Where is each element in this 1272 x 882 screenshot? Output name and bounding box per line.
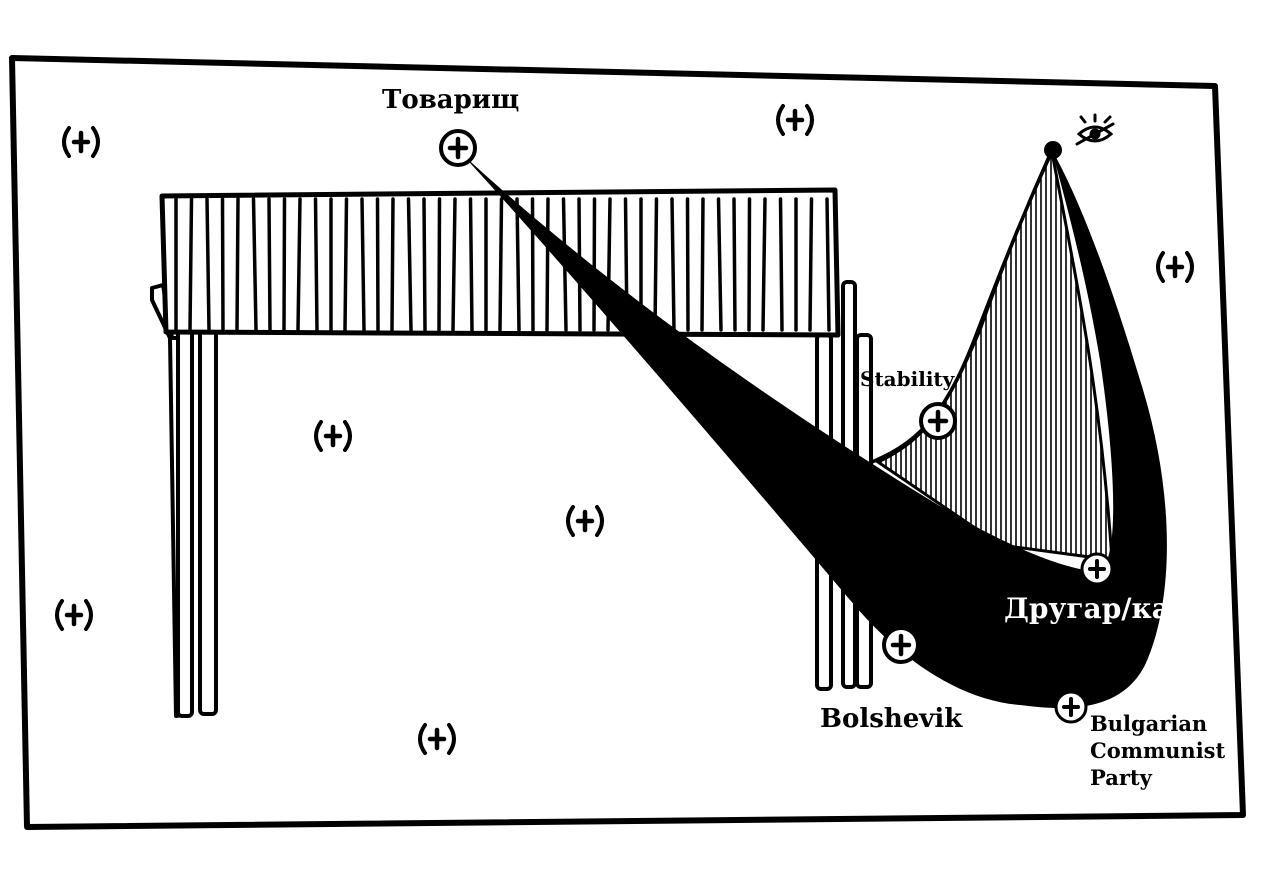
table-stripe xyxy=(267,197,272,332)
table-stripe xyxy=(653,197,659,332)
label-drugar: Другар/ка xyxy=(1004,592,1170,625)
table-stripe xyxy=(685,197,690,332)
table-stripe xyxy=(437,197,442,332)
table-stripe xyxy=(761,197,767,332)
label-bcp-line3: Party xyxy=(1090,765,1153,790)
table-stripe xyxy=(592,197,597,332)
table-stripe xyxy=(670,197,676,332)
table-stripe xyxy=(235,197,240,332)
node-bolshevik-icon xyxy=(884,628,918,662)
table-stripe xyxy=(220,197,225,332)
label-tovarisch: Товарищ xyxy=(382,85,519,115)
black-swoosh xyxy=(460,150,1167,709)
table-stripe xyxy=(390,197,395,332)
table-stripe xyxy=(808,197,814,332)
node-tovarisch-icon xyxy=(441,131,475,165)
table-stripe xyxy=(732,197,737,332)
table-stripe xyxy=(205,197,211,332)
table-stripe xyxy=(716,197,723,332)
table-stripe xyxy=(343,197,349,332)
table-stripe xyxy=(515,197,521,332)
label-bolshevik: Bolshevik xyxy=(820,704,963,734)
stability-curve xyxy=(871,149,1054,464)
peak-dot xyxy=(1044,141,1062,159)
table-stripe xyxy=(188,197,194,332)
table-stripe xyxy=(422,197,427,332)
table-stripe xyxy=(545,197,550,332)
table-stripe xyxy=(282,197,287,332)
label-bcp-line2: Communist xyxy=(1090,738,1225,763)
node-drugar-icon xyxy=(1080,552,1114,586)
table-stripe xyxy=(360,197,366,332)
table-stripe xyxy=(747,197,752,332)
table-stripe xyxy=(825,197,831,332)
table-stripe xyxy=(451,197,457,332)
label-stability: Stability xyxy=(860,367,956,391)
node-stability-icon xyxy=(921,404,955,438)
table-stripe xyxy=(313,197,319,332)
label-bcp-line1: Bulgarian xyxy=(1090,711,1207,736)
table-top xyxy=(159,187,841,338)
table-stripe xyxy=(468,197,474,332)
node-bcp-icon xyxy=(1054,690,1088,724)
table-stripe xyxy=(251,197,258,332)
table-stripe xyxy=(498,197,504,332)
table-stripe xyxy=(375,197,380,332)
table-stripe xyxy=(700,197,705,332)
table-stripe xyxy=(778,197,784,332)
table-stripe xyxy=(296,197,302,332)
table-stripe xyxy=(406,197,413,332)
eye-icon xyxy=(1075,113,1115,146)
